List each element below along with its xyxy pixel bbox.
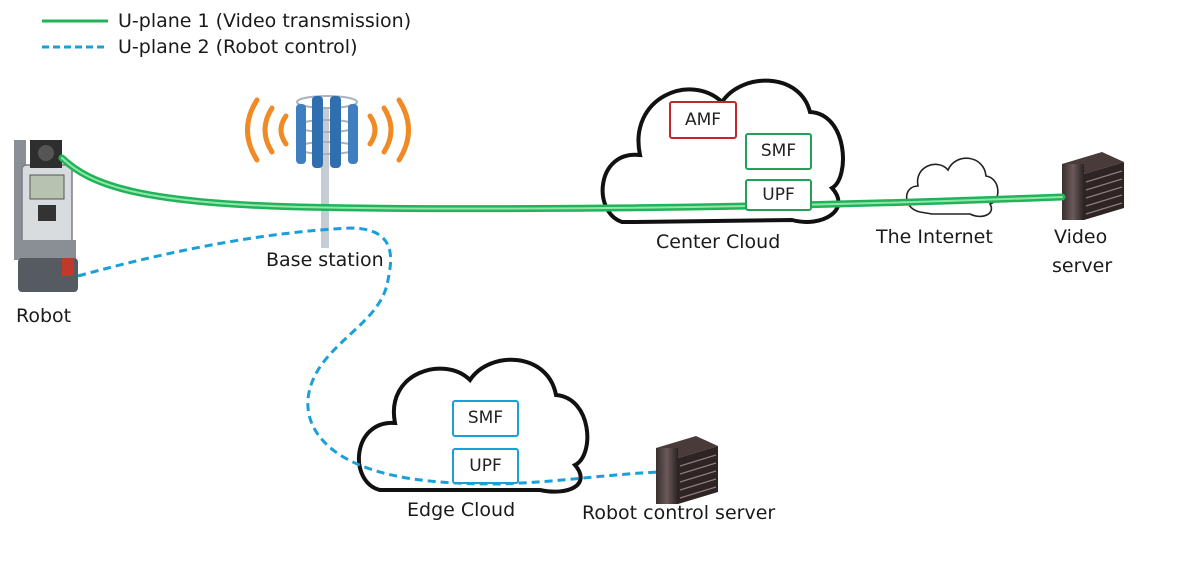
internet-label: The Internet xyxy=(876,226,993,248)
edge-smf-box: SMF xyxy=(452,400,519,437)
video-server-icon xyxy=(1062,152,1124,220)
base-station-label: Base station xyxy=(266,249,384,271)
edge-cloud-label: Edge Cloud xyxy=(407,499,516,521)
video-transmission-path xyxy=(58,154,1066,213)
edge-upf-box: UPF xyxy=(452,448,519,484)
center-amf-box: AMF xyxy=(669,101,737,139)
center-cloud-label: Center Cloud xyxy=(656,231,781,253)
robot-label: Robot xyxy=(16,305,72,327)
video-path-highlight xyxy=(61,157,1063,210)
robot-control-server-label: Robot control server xyxy=(582,502,776,524)
internet-cloud-icon xyxy=(905,157,999,218)
video-server-label-line2: server xyxy=(1052,255,1113,277)
legend-label-control: U-plane 2 (Robot control) xyxy=(118,36,358,58)
robot-icon xyxy=(14,140,78,292)
signal-waves-icon xyxy=(245,97,411,163)
base-station-icon xyxy=(296,95,358,248)
center-upf-box: UPF xyxy=(745,179,812,211)
video-server-label-line1: Video xyxy=(1054,226,1108,248)
center-smf-box: SMF xyxy=(745,133,812,170)
legend-label-video: U-plane 1 (Video transmission) xyxy=(118,10,412,32)
robot-control-server-icon xyxy=(656,436,718,504)
